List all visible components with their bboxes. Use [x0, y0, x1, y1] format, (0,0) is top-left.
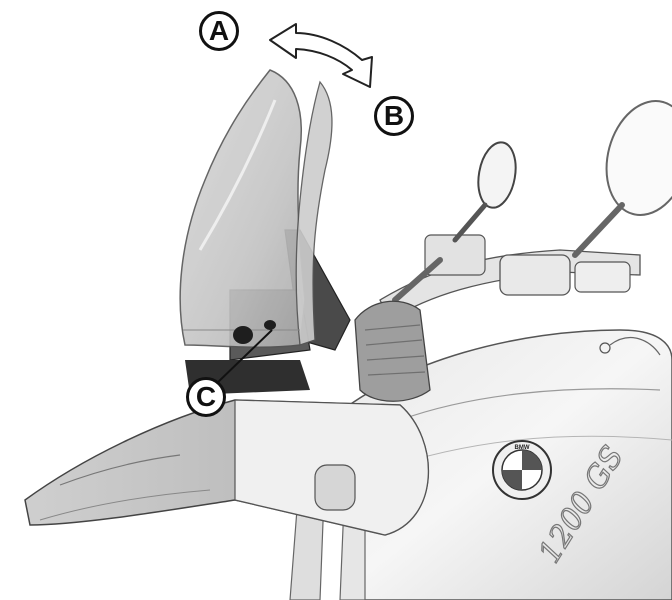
- callout-c: C: [186, 377, 226, 417]
- front-fairing: [25, 400, 428, 535]
- callout-a: A: [199, 11, 239, 51]
- right-mirror: [575, 92, 672, 255]
- windscreen: [180, 70, 332, 385]
- instrument-cluster: [355, 301, 430, 401]
- left-mirror: [455, 139, 520, 240]
- bmw-logo: BMW: [493, 441, 551, 499]
- adjustment-arrow: [270, 24, 372, 87]
- svg-text:BMW: BMW: [515, 445, 530, 451]
- callout-b: B: [374, 96, 414, 136]
